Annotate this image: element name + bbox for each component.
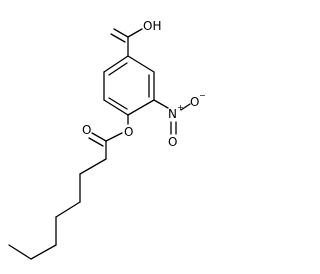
ester-carbonyl-oxygen-label: O [82, 123, 91, 137]
chain-bond-7 [8, 244, 32, 260]
acid-c-o-double-1 [113, 28, 129, 38]
chain-bond-2 [79, 158, 107, 175]
nitro-nitrogen-charge: + [177, 103, 184, 112]
molecule-diagram: OH N + O − O O O [8, 19, 206, 260]
nitro-group: N + O − O [153, 91, 206, 149]
carboxylic-acid-group: OH [110, 19, 161, 57]
ester-o-c-bond [105, 132, 123, 142]
acid-c-oh-bond [127, 28, 143, 38]
nitro-oxygen-right-label: O [190, 95, 199, 109]
nitro-oxygen-bottom-label: O [168, 135, 177, 149]
ester-c-o-double-2 [88, 137, 104, 147]
chain-bond-4 [55, 201, 81, 218]
nitro-oxygen-right-charge: − [199, 91, 206, 100]
acid-oh-label: OH [143, 19, 161, 33]
ring-bond-3 [127, 99, 155, 116]
ester-group: O O [82, 114, 133, 147]
chain-bond-6 [30, 244, 57, 260]
alkyl-chain [8, 140, 107, 260]
ring-bond-1 [127, 55, 155, 73]
ring-bond-6-inner [108, 62, 128, 76]
ring-bond-4 [103, 99, 129, 116]
nitro-n-o-right-bond [180, 103, 191, 111]
ester-c-o-double-1 [91, 132, 107, 142]
ring-bond-4-inner [108, 97, 128, 110]
nitro-nitrogen-label: N [168, 107, 177, 121]
ester-oxygen-label: O [124, 125, 133, 139]
ring-bond-6 [103, 55, 129, 73]
acid-c-o-double-2 [110, 33, 126, 43]
benzene-ring [103, 55, 155, 116]
ring-nitro-bond [153, 99, 169, 109]
